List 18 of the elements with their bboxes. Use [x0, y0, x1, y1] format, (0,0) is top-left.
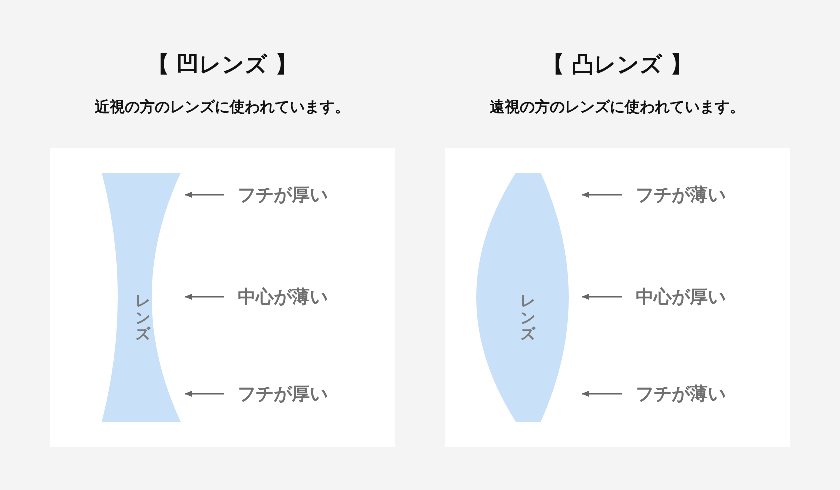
- lens-annotation: フチが薄い: [636, 183, 726, 207]
- lens-label: レンズ: [136, 293, 150, 342]
- lens-annotation: フチが厚い: [238, 183, 328, 207]
- lens-annotation: フチが厚い: [238, 382, 328, 406]
- arrow: [582, 391, 622, 397]
- arrow: [582, 192, 622, 198]
- arrow: [582, 294, 622, 300]
- panel-heading: 【 凸レンズ 】: [541, 52, 694, 80]
- panel-heading: 【 凹レンズ 】: [146, 52, 299, 80]
- arrow: [185, 391, 224, 397]
- lens-annotation: フチが薄い: [636, 382, 726, 406]
- arrow: [185, 192, 224, 198]
- panel-subtitle: 遠視の方のレンズに使われています。: [489, 98, 746, 117]
- lens-annotation: 中心が厚い: [636, 285, 726, 309]
- lens-annotation: 中心が薄い: [238, 285, 328, 309]
- arrow: [185, 294, 224, 300]
- panel-subtitle: 近視の方のレンズに使われています。: [94, 98, 351, 117]
- lens-label: レンズ: [520, 293, 536, 342]
